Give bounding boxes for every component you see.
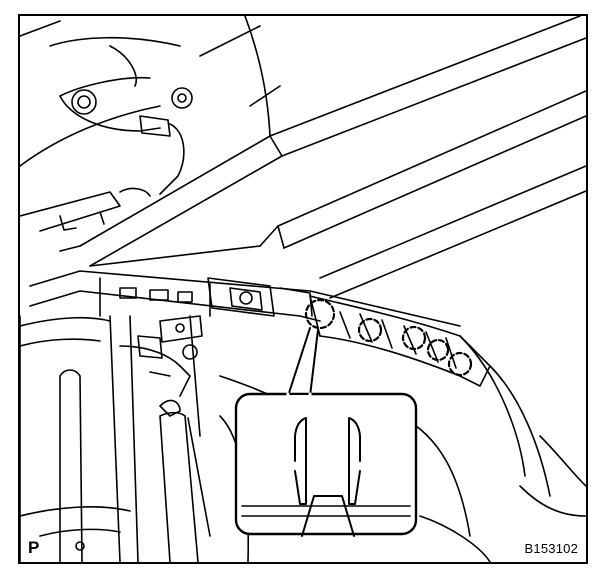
- illustration-frame: P B153102: [18, 14, 588, 564]
- roof-side-rail: [29, 270, 461, 327]
- pillar-and-door-frame: [399, 335, 586, 562]
- view-label: P: [28, 538, 40, 557]
- figure-code: B153102: [524, 541, 578, 556]
- callout-leader: [287, 327, 319, 397]
- clip-detail-inset: [234, 392, 418, 537]
- vehicle-interior-line-drawing: [20, 16, 586, 562]
- clip-strip: [309, 295, 491, 387]
- roof-headliner: [59, 16, 586, 299]
- clip-location-markers: [304, 298, 473, 377]
- left-side-interior: [20, 315, 211, 562]
- roof-structure-left: [20, 20, 281, 232]
